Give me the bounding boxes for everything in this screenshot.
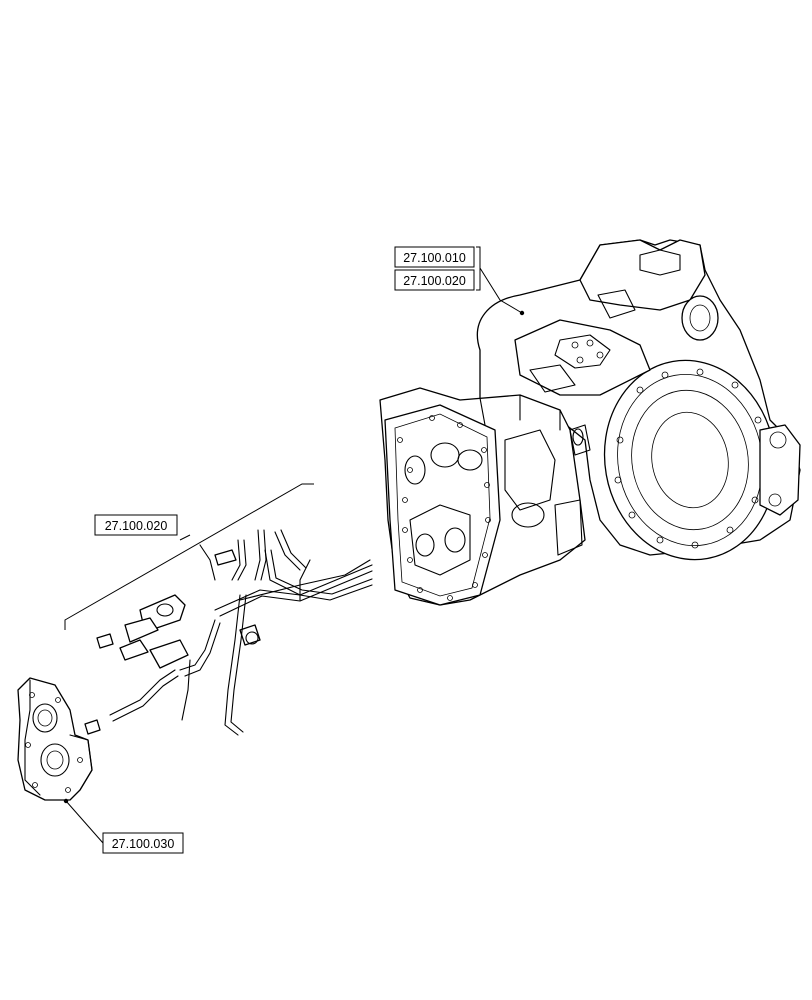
hydraulic-pipe-harness [84,529,373,736]
callout-harness: 27.100.020 [64,483,314,630]
callout-flange: 27.100.030 [63,798,184,854]
callout-harness-ref: 27.100.020 [105,519,168,533]
callout-housing: 27.100.010 27.100.020 [394,246,525,316]
callout-flange-ref: 27.100.030 [112,837,175,851]
callout-housing-ref-1: 27.100.010 [403,251,466,265]
transmission-housing [379,239,801,606]
callout-housing-ref-2: 27.100.020 [403,274,466,288]
flange-plate [17,677,93,801]
